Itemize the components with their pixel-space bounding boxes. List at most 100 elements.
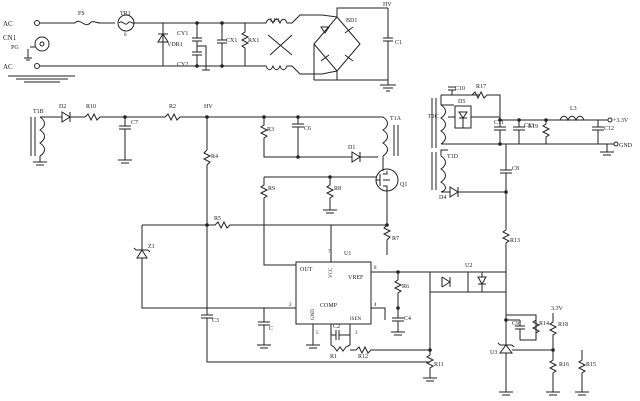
u1-pin-vref: VREF: [348, 275, 364, 281]
label-d5: D5: [458, 99, 465, 105]
capacitor-cy1-cy2: [192, 23, 210, 71]
label-c8: C8: [512, 166, 519, 172]
label-bd1: BD1: [346, 18, 357, 24]
label-r5: R5: [214, 216, 221, 222]
label-hv-mid: HV: [204, 104, 213, 110]
label-pg: PG: [11, 45, 19, 51]
label-r1: R1: [330, 354, 337, 360]
terminal-ac-l: [34, 20, 40, 26]
diode-d2: [58, 111, 85, 123]
label-r13: R13: [510, 238, 520, 244]
shunt-regulator-u3: [497, 320, 520, 392]
capacitor-c12: [592, 120, 604, 144]
label-r11: R11: [434, 362, 444, 368]
u1-pin-3: 3: [355, 331, 358, 336]
label-vdr1: VDR1: [167, 42, 183, 48]
label-d2: D2: [59, 104, 66, 110]
secondary-output-section: T1C C10 R17 D5 C11 C13 R19 L3 C12 +3.3V …: [428, 84, 633, 396]
resistor-r19: [541, 120, 551, 144]
label-fs: FS: [78, 11, 85, 17]
capacitor-cx1: [217, 23, 227, 66]
diode-d4: [441, 186, 506, 198]
capacitor-c10: [448, 86, 456, 95]
label-r4: R4: [211, 154, 218, 160]
label-d1: D1: [348, 145, 355, 151]
label-c3: C3: [212, 318, 219, 324]
label-r2: R2: [169, 104, 176, 110]
resistor-r3: [259, 117, 333, 158]
label-r3: R3: [267, 127, 274, 133]
label-c2: C2: [333, 324, 340, 330]
label-t1a: T1A: [390, 116, 402, 122]
label-c4: C4: [404, 316, 411, 322]
label-cx1: CX1: [226, 38, 237, 44]
terminal-ac-n: [34, 63, 40, 69]
label-r7: R7: [392, 236, 399, 242]
label-rail-33v: 3.3V: [551, 306, 564, 312]
transformer-winding-t1c: [431, 98, 446, 148]
terminal-out-gnd: [613, 141, 619, 147]
label-r12: R12: [358, 354, 368, 360]
resistor-r6: [393, 279, 403, 308]
controller-u1: [295, 261, 372, 325]
junction-dots: [123, 21, 555, 352]
label-u3: U3: [490, 350, 497, 356]
primary-control-section: T1B D2 R10 C7 R2 HV R4 R3 C6 D1 T1A Q1 R…: [30, 104, 444, 382]
u1-pin-comp: COMP: [320, 303, 338, 309]
label-r14: R14: [539, 321, 549, 327]
zener-z1: [133, 224, 296, 309]
transformer-winding-t1a: [378, 116, 399, 160]
resistor-r15: [577, 350, 587, 392]
svg-text:C: C: [269, 326, 273, 332]
label-c10: C10: [455, 86, 465, 92]
label-r9: R9: [268, 186, 275, 192]
terminal-out-33v: [607, 117, 613, 123]
label-l3: L3: [570, 106, 577, 112]
label-c11: C11: [494, 120, 504, 126]
capacitor-c13: [513, 120, 525, 144]
u1-pin-5: 5: [316, 331, 319, 336]
label-r17: R17: [476, 84, 486, 90]
label-t1d: T1D: [447, 154, 459, 160]
label-cn1: CN1: [3, 34, 17, 42]
label-tr1: TR1: [120, 11, 131, 17]
capacitor-c9: [515, 320, 525, 340]
capacitor-c7: [118, 117, 132, 164]
bridge-rectifier-bd1: [312, 7, 388, 80]
label-out-33v: +3.3V: [613, 118, 629, 124]
label-c12: C12: [604, 126, 614, 132]
resistor-r12: [350, 345, 430, 355]
label-z1: Z1: [148, 244, 155, 250]
resistor-r17: [471, 90, 501, 120]
label-c13: C13: [524, 123, 534, 129]
u1-pin-out: OUT: [300, 267, 313, 273]
label-u1: U1: [344, 251, 351, 257]
capacitor-c8: [500, 144, 512, 230]
u1-pin-7: 7: [328, 250, 331, 255]
capacitor-c-comp: [257, 308, 271, 349]
resistor-r16: [548, 350, 558, 392]
label-cy1: CY1: [177, 31, 188, 37]
label-out-gnd: GND: [619, 143, 633, 149]
label-lf1: LF1: [270, 18, 280, 24]
choke-lf1: [262, 14, 312, 75]
transformer-winding-t1d: [431, 149, 448, 193]
resistor-r8: [323, 177, 337, 214]
resistor-r13: [501, 229, 511, 272]
u1-pin-gnd: GND: [311, 309, 316, 320]
u1-pin-vcc: VCC: [329, 267, 334, 278]
diode-d1: [333, 151, 378, 163]
label-hv-top: HV: [383, 2, 392, 8]
label-t1b: T1B: [33, 109, 44, 115]
fuse-fs: [74, 20, 115, 26]
label-cy2: CY2: [177, 62, 188, 68]
label-q1: Q1: [400, 182, 407, 188]
label-r6: R6: [402, 284, 409, 290]
label-r10: R10: [86, 104, 96, 110]
mains-input-section: AC AC CN1 PG FS TR1 0 VDR1 CY1 CY2 CX1 R…: [3, 2, 402, 92]
u1-pin-isen: ISEN: [350, 317, 362, 322]
resistor-r5: [207, 220, 387, 230]
u1-pin-8: 8: [374, 266, 377, 271]
resistor-r10: [84, 112, 125, 122]
